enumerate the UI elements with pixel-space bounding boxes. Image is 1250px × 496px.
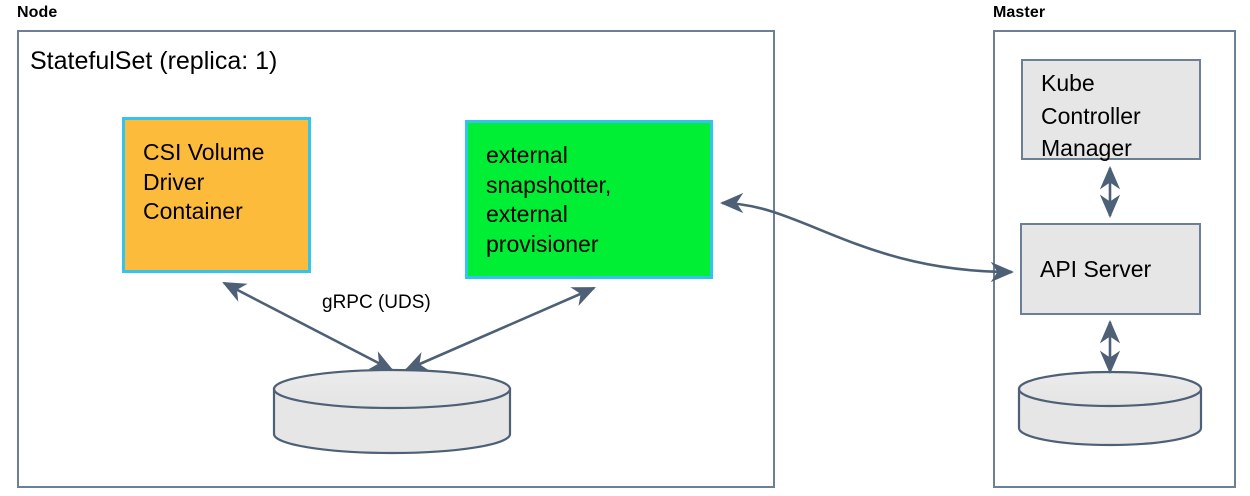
csi-driver-line-2: Driver — [143, 168, 205, 195]
csi-volume-driver-container-box[interactable]: CSI Volume Driver Container — [122, 117, 311, 273]
external-line-3: external — [486, 201, 568, 228]
kcm-line-1: Kube — [1041, 70, 1095, 96]
csi-driver-line-3: Container — [143, 198, 243, 225]
csi-driver-line-1: CSI Volume — [143, 139, 265, 165]
kube-controller-manager-box[interactable]: Kube Controller Manager — [1021, 59, 1201, 161]
kcm-line-2: Controller — [1041, 102, 1141, 129]
external-line-1: external — [486, 142, 568, 168]
external-components-box[interactable]: external snapshotter, external provision… — [465, 120, 713, 279]
master-group-label: Master — [993, 4, 1046, 21]
statefulset-title: StatefulSet (replica: 1) — [30, 47, 278, 75]
grpc-uds-edge-label: gRPC (UDS) — [322, 292, 431, 313]
kcm-line-3: Manager — [1041, 135, 1132, 162]
api-server-label: API Server — [1040, 255, 1152, 282]
external-line-2: snapshotter, — [486, 171, 612, 198]
emptydir-volume-label: EmptyDir Volume — [319, 408, 466, 429]
node-group-label: Node — [17, 4, 58, 21]
api-server-box[interactable]: API Server — [1020, 223, 1201, 315]
external-line-4: provisioner — [486, 230, 599, 257]
etcd-label: etcd — [1038, 399, 1074, 420]
